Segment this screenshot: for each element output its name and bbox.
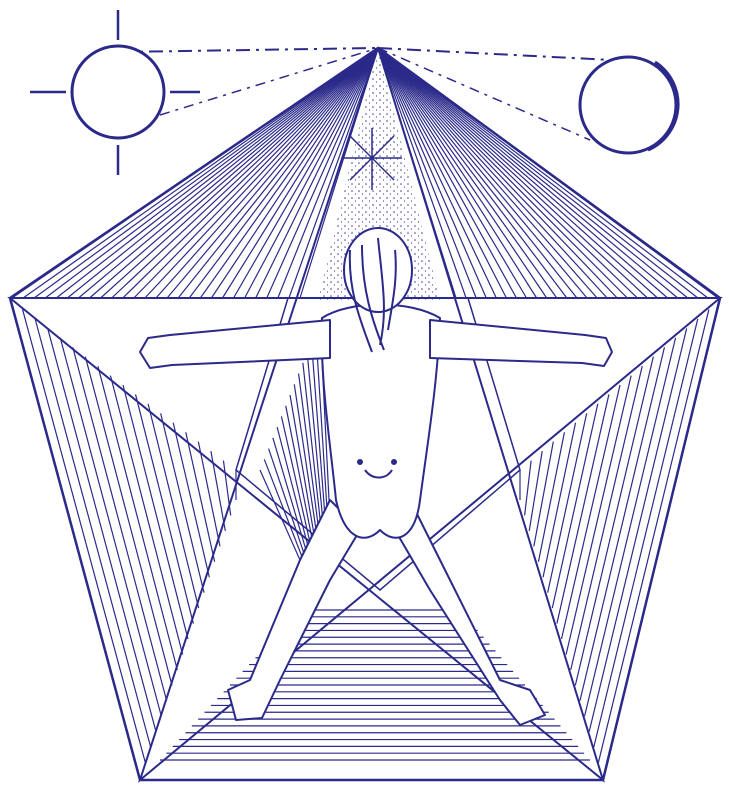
hatch-line: [585, 338, 676, 716]
hatch-line: [48, 328, 156, 731]
sun-icon: [30, 10, 200, 175]
moon-icon: [580, 57, 678, 153]
hatch-line: [23, 309, 146, 762]
hatch-line: [548, 413, 587, 592]
hatch-line: [161, 413, 204, 592]
hatch-line: [98, 366, 177, 670]
hatch-line: [525, 461, 532, 516]
dash-line-left: [120, 48, 378, 52]
hatch-band-bottom: [160, 610, 590, 760]
hatch-line: [543, 423, 576, 577]
hatch-line: [580, 347, 665, 701]
hatch-line: [148, 404, 199, 608]
hatch-band-left: [10, 300, 236, 778]
hatch-line: [534, 442, 554, 547]
figure-left-arm: [140, 320, 330, 368]
hatch-line: [110, 376, 182, 655]
figure-right-arm: [430, 320, 612, 366]
hatch-line: [594, 319, 698, 747]
hatch-line: [73, 347, 167, 701]
hatch-line: [123, 385, 188, 639]
hatch-line: [575, 357, 653, 686]
hatch-line: [552, 404, 598, 608]
hatch-line: [198, 442, 220, 547]
hatch-line: [598, 309, 709, 762]
hatch-line: [60, 338, 161, 716]
